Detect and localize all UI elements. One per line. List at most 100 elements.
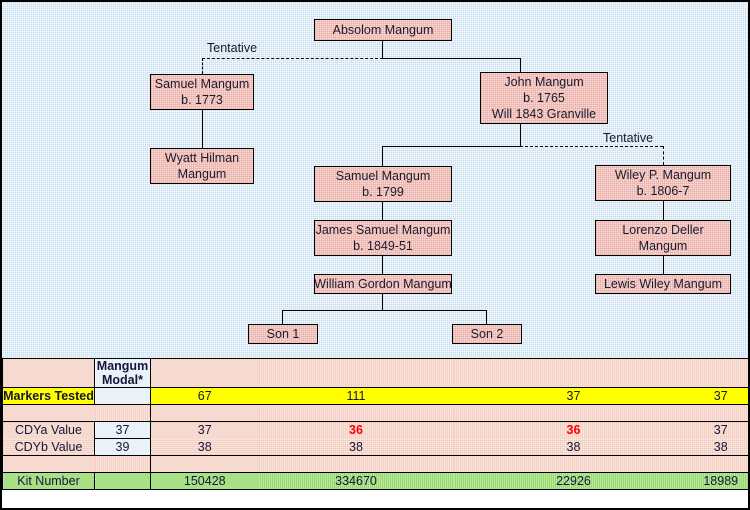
person-line: Wyatt Hilman <box>164 151 240 165</box>
connector-absolom-to-john-horizontal <box>382 58 521 59</box>
spacer-cell <box>693 404 748 422</box>
spacer-cell <box>94 404 151 422</box>
connector-william-down <box>382 294 383 310</box>
connector-samuel1773-to-wyatt <box>202 110 203 148</box>
connector-james-to-william <box>382 256 383 274</box>
table-row-kit-number: Kit Number 150428 334670 22926 18989 <box>2 472 748 490</box>
person-line: Lorenzo Deller <box>622 223 704 237</box>
pedigree-tree-panel: Absolom Mangum Tentative Samuel Mangum b… <box>2 2 748 358</box>
cell-cdya-modal: 37 <box>94 421 151 439</box>
header-blank-c2 <box>258 358 454 388</box>
person-line: Lewis Wiley Mangum <box>603 277 723 291</box>
cell-kit-3: 22926 <box>453 472 694 490</box>
row-label-cdya: CDYa Value <box>2 421 95 439</box>
header-blank-c1 <box>150 358 259 388</box>
cell-cdyb-3: 38 <box>453 438 694 456</box>
connector-tentative-right-horizontal <box>520 146 663 147</box>
person-box-james-samuel[interactable]: James Samuel Mangum b. 1849-51 <box>314 220 452 256</box>
spacer-cell <box>2 455 95 473</box>
dna-marker-table: Mangum Modal* Markers Tested 67 111 37 3… <box>2 358 748 490</box>
person-line: Samuel Mangum <box>154 77 250 91</box>
person-line: Mangum <box>638 239 688 253</box>
header-blank-label <box>2 358 95 388</box>
person-box-lorenzo-deller[interactable]: Lorenzo Deller Mangum <box>595 220 731 256</box>
person-box-john-1765[interactable]: John Mangum b. 1765 Will 1843 Granville <box>480 72 608 124</box>
cell-markers-tested-modal <box>94 387 151 405</box>
connector-to-samuel1799-vertical <box>382 146 383 166</box>
spacer-cell <box>150 455 259 473</box>
person-line: Will 1843 Granville <box>491 107 597 121</box>
person-line: b. 1773 <box>181 93 223 107</box>
connector-samuel1799-to-james <box>382 202 383 220</box>
cell-kit-2: 334670 <box>258 472 454 490</box>
cell-cdyb-4: 38 <box>693 438 748 456</box>
person-line: John Mangum <box>504 75 584 89</box>
row-label-cdyb: CDYb Value <box>2 438 95 456</box>
spacer-cell <box>94 455 151 473</box>
connector-lorenzo-to-lewis <box>663 256 664 274</box>
header-blank-c4 <box>693 358 748 388</box>
person-box-absolom[interactable]: Absolom Mangum <box>314 19 452 41</box>
connector-tentative-left-horizontal <box>202 58 383 59</box>
person-box-wyatt-hilman[interactable]: Wyatt Hilman Mangum <box>150 148 254 184</box>
cell-cdyb-modal: 39 <box>94 438 151 456</box>
label-tentative-right: Tentative <box>603 131 654 145</box>
person-line: William Gordon Mangum <box>314 277 452 291</box>
cell-cdyb-2: 38 <box>258 438 454 456</box>
header-modal-line1: Mangum <box>96 359 149 374</box>
header-mangum-modal: Mangum Modal* <box>94 358 151 388</box>
person-line: Samuel Mangum <box>335 169 431 183</box>
person-line: b. 1849-51 <box>353 239 413 253</box>
header-blank-c3 <box>453 358 694 388</box>
connector-absolom-to-john-vertical <box>520 58 521 72</box>
table-row-markers-tested: Markers Tested 67 111 37 37 <box>2 387 748 405</box>
person-box-samuel-1773[interactable]: Samuel Mangum b. 1773 <box>150 74 254 110</box>
person-box-wiley-p[interactable]: Wiley P. Mangum b. 1806-7 <box>595 165 731 201</box>
connector-tentative-left-vertical <box>202 58 203 74</box>
spacer-cell <box>453 455 694 473</box>
person-line: Mangum <box>177 167 227 181</box>
connector-sons-horizontal <box>282 310 487 311</box>
spacer-cell <box>150 404 259 422</box>
connector-tentative-right-vertical <box>663 146 664 165</box>
person-line: b. 1799 <box>362 185 404 199</box>
cell-markers-tested-3: 37 <box>453 387 694 405</box>
person-line: Absolom Mangum <box>332 23 434 37</box>
table-row-cdya: CDYa Value 37 37 36 36 37 <box>2 421 748 439</box>
table-row-spacer-2 <box>2 455 748 473</box>
cell-markers-tested-1: 67 <box>150 387 259 405</box>
dna-marker-table-panel: Mangum Modal* Markers Tested 67 111 37 3… <box>2 358 748 508</box>
person-box-lewis-wiley[interactable]: Lewis Wiley Mangum <box>595 274 731 294</box>
table-row-header: Mangum Modal* <box>2 358 748 388</box>
person-box-son-1[interactable]: Son 1 <box>248 324 318 344</box>
row-label-kit-number: Kit Number <box>2 472 95 490</box>
spacer-cell <box>2 404 95 422</box>
connector-absolom-down <box>382 41 383 58</box>
person-line: Wiley P. Mangum <box>614 168 712 182</box>
cell-kit-4: 18989 <box>693 472 748 490</box>
person-line: Son 1 <box>266 327 300 341</box>
connector-to-son2 <box>486 310 487 324</box>
person-box-samuel-1799[interactable]: Samuel Mangum b. 1799 <box>314 166 452 202</box>
table-row-spacer-1 <box>2 404 748 422</box>
person-box-son-2[interactable]: Son 2 <box>452 324 522 344</box>
cell-markers-tested-2: 111 <box>258 387 454 405</box>
spacer-cell <box>258 404 454 422</box>
cell-markers-tested-4: 37 <box>693 387 748 405</box>
connector-to-son1 <box>282 310 283 324</box>
person-line: James Samuel Mangum <box>315 223 451 237</box>
cell-cdya-1: 37 <box>150 421 259 439</box>
header-modal-line2: Modal* <box>102 373 143 387</box>
cell-cdya-4: 37 <box>693 421 748 439</box>
spacer-cell <box>258 455 454 473</box>
label-tentative-left: Tentative <box>207 41 258 55</box>
connector-john-down <box>520 124 521 146</box>
cell-kit-modal <box>94 472 151 490</box>
row-label-markers-tested: Markers Tested <box>2 387 95 405</box>
cell-cdya-3: 36 <box>453 421 694 439</box>
person-box-william-gordon[interactable]: William Gordon Mangum <box>314 274 452 294</box>
person-line: b. 1765 <box>523 91 565 105</box>
spacer-cell <box>693 455 748 473</box>
cell-cdya-2: 36 <box>258 421 454 439</box>
